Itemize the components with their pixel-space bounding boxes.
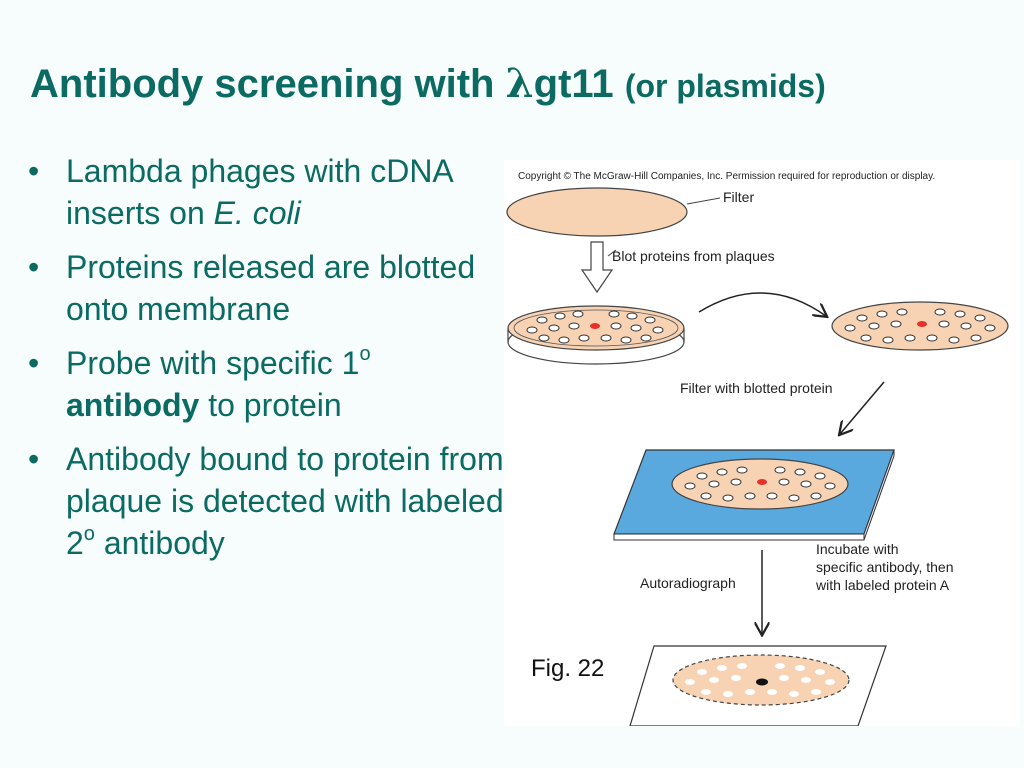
bullet-text: Antibody bound to protein from plaque is… [66,441,504,561]
incubate-label-1: Incubate with [816,541,899,557]
blotted-filter [831,301,1009,351]
bullet-bold: antibody [66,387,200,423]
figure-caption: Fig. 22 [531,655,605,682]
bullet-text: Probe with specific 1 [66,345,360,381]
bullet-text: Proteins released are blotted onto membr… [66,249,476,327]
bullet-list: • Lambda phages with cDNA inserts on E. … [24,150,504,576]
bullet-text: antibody [94,525,225,561]
petri-dish [507,305,685,365]
down-arrow-icon [580,241,614,294]
diagonal-arrow-icon [840,381,885,434]
filter-disc [506,187,688,237]
bullet-item: • Probe with specific 1o antibody to prot… [24,342,504,426]
title-lambda: λ [505,60,534,107]
slide-title: Antibody screening with λgt11 (or plasmi… [30,60,826,107]
superscript: o [83,523,95,546]
bullet-italic: E. coli [213,195,301,231]
autorad-label: Autoradiograph [640,575,736,591]
title-main-text: Antibody screening with [30,62,506,106]
screening-diagram: Copyright © The McGraw-Hill Companies, I… [506,171,1009,726]
positive-spot [756,678,768,686]
filter-blotted-label: Filter with blotted protein [680,380,833,396]
filter-label: Filter [723,189,754,205]
autoradiograph-sheet [629,645,887,726]
bullet-text: Lambda phages with cDNA inserts on [66,153,452,231]
blue-membrane [613,449,895,541]
title-subtitle: (or plasmids) [624,68,826,104]
bullet-item: • Proteins released are blotted onto mem… [24,246,504,330]
bullet-dot: • [28,153,40,189]
superscript: o [359,343,371,366]
copyright-text: Copyright © The McGraw-Hill Companies, I… [518,171,935,182]
bullet-item: • Antibody bound to protein from plaque … [24,438,504,564]
bullet-dot: • [28,345,40,381]
blot-label: Blot proteins from plaques [612,248,775,264]
title-gt11: gt11 [533,62,614,106]
bullet-item: • Lambda phages with cDNA inserts on E. … [24,150,504,234]
incubate-label-2: specific antibody, then [816,559,954,575]
incubate-label-3: with labeled protein A [815,577,950,593]
blot-leader-line [607,249,617,257]
figure-panel: Copyright © The McGraw-Hill Companies, I… [504,160,1020,726]
bullet-text: to protein [199,387,342,423]
filter-leader-line [686,197,721,205]
bullet-dot: • [28,441,40,477]
bullet-dot: • [28,249,40,285]
curved-arrow-icon [698,292,826,316]
